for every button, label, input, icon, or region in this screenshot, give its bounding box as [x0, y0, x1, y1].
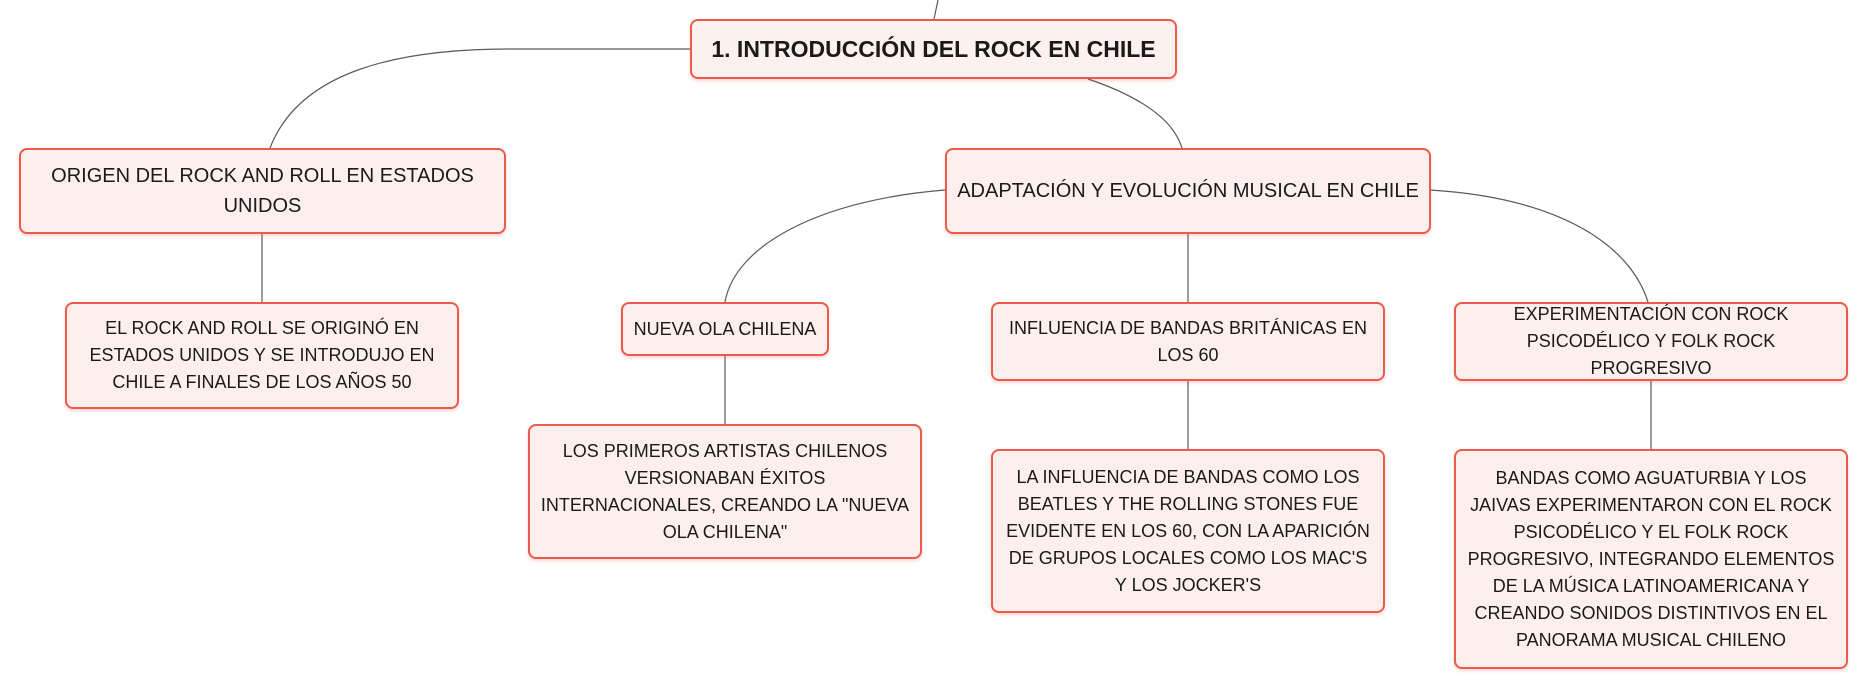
connector-adaptation-psychedelic	[1429, 189, 1649, 303]
subtopic-british-influence[interactable]: INFLUENCIA DE BANDAS BRITÁNICAS EN LOS 6…	[991, 302, 1385, 381]
topic-origin-label: ORIGEN DEL ROCK AND ROLL EN ESTADOS UNID…	[51, 165, 474, 217]
subtopic-nueva-ola[interactable]: NUEVA OLA CHILENA	[621, 302, 829, 356]
connector-root-origin	[269, 48, 690, 149]
subtopic-origin-detail[interactable]: EL ROCK AND ROLL SE ORIGINÓ EN ESTADOS U…	[65, 302, 459, 409]
subtopic-nueva-ola-label: NUEVA OLA CHILENA	[633, 318, 817, 339]
subtopic-nueva-ola-detail-label: LOS PRIMEROS ARTISTAS CHILENOS VERSIONAB…	[540, 440, 910, 542]
subtopic-psychedelic-label: EXPERIMENTACIÓN CON ROCK PSICODÉLICO Y F…	[1513, 304, 1789, 378]
subtopic-nueva-ola-detail[interactable]: LOS PRIMEROS ARTISTAS CHILENOS VERSIONAB…	[528, 424, 922, 559]
subtopic-psychedelic[interactable]: EXPERIMENTACIÓN CON ROCK PSICODÉLICO Y F…	[1454, 302, 1848, 381]
subtopic-british-detail-label: LA INFLUENCIA DE BANDAS COMO LOS BEATLES…	[1006, 466, 1370, 595]
root-topic-label: 1. INTRODUCCIÓN DEL ROCK EN CHILE	[711, 35, 1156, 62]
subtopic-psychedelic-detail-label: BANDAS COMO AGUATURBIA Y LOS JAIVAS EXPE…	[1467, 467, 1835, 650]
subtopic-british-detail[interactable]: LA INFLUENCIA DE BANDAS COMO LOS BEATLES…	[991, 449, 1385, 613]
topic-origin[interactable]: ORIGEN DEL ROCK AND ROLL EN ESTADOS UNID…	[19, 148, 506, 234]
connector-root-parent	[933, 0, 939, 20]
subtopic-psychedelic-detail[interactable]: BANDAS COMO AGUATURBIA Y LOS JAIVAS EXPE…	[1454, 449, 1848, 669]
topic-adaptation-label: ADAPTACIÓN Y EVOLUCIÓN MUSICAL EN CHILE	[957, 180, 1419, 202]
topic-adaptation[interactable]: ADAPTACIÓN Y EVOLUCIÓN MUSICAL EN CHILE	[945, 148, 1431, 234]
subtopic-origin-detail-label: EL ROCK AND ROLL SE ORIGINÓ EN ESTADOS U…	[89, 318, 435, 392]
subtopic-british-influence-label: INFLUENCIA DE BANDAS BRITÁNICAS EN LOS 6…	[1008, 317, 1368, 365]
root-topic[interactable]: 1. INTRODUCCIÓN DEL ROCK EN CHILE	[690, 19, 1177, 79]
connector-adaptation-nuevaola	[724, 189, 946, 303]
connector-root-adaptation	[1087, 78, 1183, 149]
